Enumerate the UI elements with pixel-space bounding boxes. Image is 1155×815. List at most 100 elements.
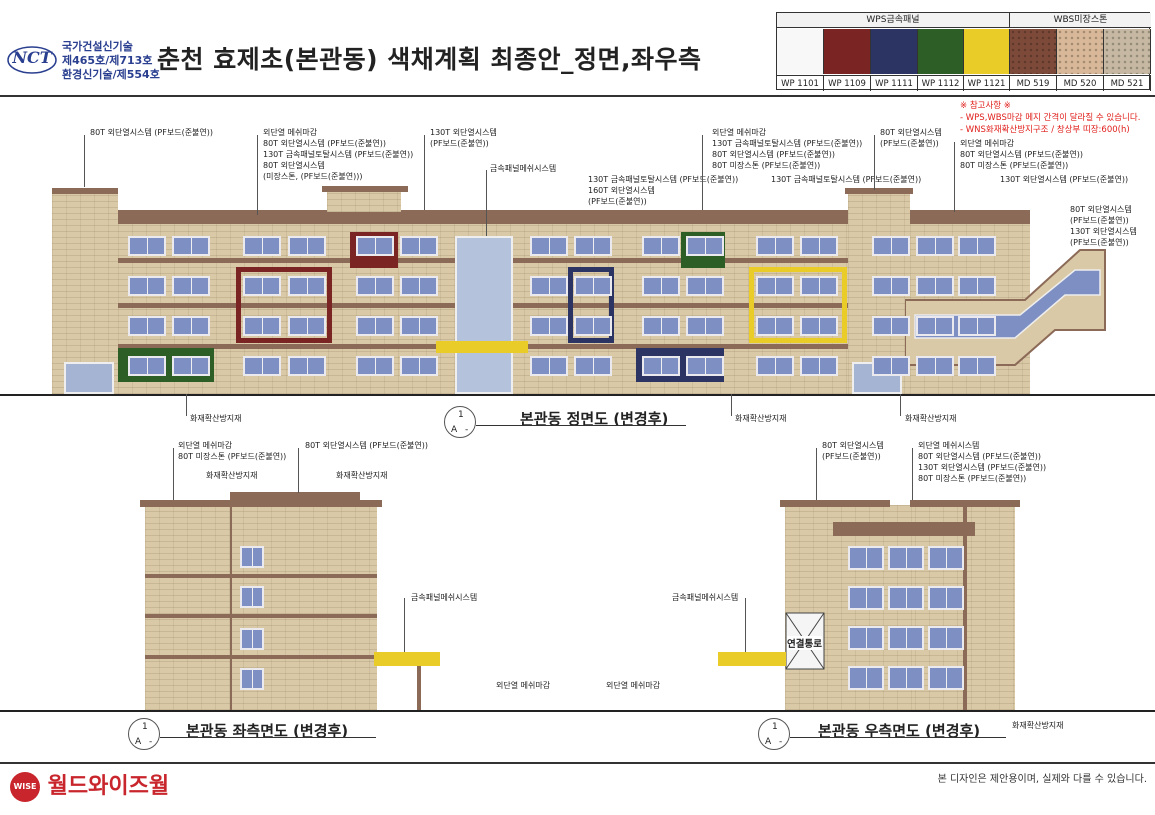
window xyxy=(172,356,210,376)
ref-number: 1 xyxy=(458,410,464,420)
color-swatch xyxy=(1010,29,1057,74)
disclaimer: 본 디자인은 제안용이며, 실제와 다를 수 있습니다. xyxy=(937,774,1147,785)
canopy-post xyxy=(417,666,421,710)
leader-line xyxy=(900,394,901,416)
red-panel-frame xyxy=(236,267,332,343)
window xyxy=(530,356,568,376)
swatch-code: MD 520 xyxy=(1057,75,1104,91)
ref-dash: - xyxy=(779,737,783,747)
annotation: 외단열 메쉬마감 130T 금속패널토탈시스템 (PF보드(준불연)) 80T … xyxy=(712,128,863,170)
window xyxy=(240,628,264,650)
window xyxy=(400,236,438,256)
window xyxy=(356,316,394,336)
leader-line xyxy=(731,394,732,416)
ground-line xyxy=(0,710,1155,712)
swatch-code: WP 1112 xyxy=(918,75,964,91)
window xyxy=(240,668,264,690)
window xyxy=(574,356,612,376)
leader-line xyxy=(173,448,174,500)
annotation: 화재확산방지재 xyxy=(190,414,242,423)
window xyxy=(530,236,568,256)
window xyxy=(642,356,680,376)
leader-line xyxy=(186,394,187,416)
rooftop-cap xyxy=(322,186,408,192)
window xyxy=(916,276,954,296)
color-swatch xyxy=(964,29,1010,74)
leader-line xyxy=(702,135,703,210)
rooftop-structure xyxy=(327,190,401,212)
logo-text: NCT xyxy=(11,48,52,67)
entrance-door xyxy=(64,362,114,394)
window xyxy=(756,356,794,376)
annotation: 130T 외단열시스템 (PF보드(준불연)) xyxy=(430,128,497,148)
window xyxy=(240,586,264,608)
cert-line: 제465호/제713호 xyxy=(62,54,153,67)
connector-label: 연결통로 xyxy=(787,636,822,650)
yellow-panel-frame xyxy=(749,267,847,343)
ref-dash: - xyxy=(465,425,469,435)
window xyxy=(128,236,166,256)
window xyxy=(800,276,838,296)
annotation: 80T 외단열시스템 (PF보드(준불연)) xyxy=(305,441,429,450)
window xyxy=(928,546,964,570)
wall-joint xyxy=(230,500,232,710)
color-swatch xyxy=(1057,29,1104,74)
window xyxy=(848,546,884,570)
floor-band xyxy=(145,574,377,578)
swatch-code: MD 519 xyxy=(1010,75,1057,91)
tower-cap xyxy=(845,188,913,194)
color-swatch xyxy=(824,29,871,74)
annotation: 외단열 메쉬마감 80T 외단열시스템 (PF보드(준불연)) 130T 금속패… xyxy=(263,128,414,181)
window xyxy=(888,666,924,690)
label-underline xyxy=(160,737,376,738)
window xyxy=(872,356,910,376)
yellow-canopy xyxy=(374,652,440,666)
ground-line xyxy=(0,394,1155,396)
cert-line: 환경신기술/제554호 xyxy=(62,68,160,81)
yellow-canopy xyxy=(436,341,528,353)
leader-line xyxy=(404,598,405,652)
leader-line xyxy=(954,142,955,212)
reference-marker: 1 A - xyxy=(444,406,476,438)
window xyxy=(574,236,612,256)
window xyxy=(800,316,838,336)
window xyxy=(872,236,910,256)
annotation: 80T 외단열시스템 (PF보드(준불연)) xyxy=(90,128,214,137)
window xyxy=(642,276,680,296)
note-line: - WNS화재확산방지구조 / 창상부 띠장:600(h) xyxy=(960,125,1130,135)
window xyxy=(243,356,281,376)
note-line: ※ 참고사항 ※ xyxy=(960,101,1011,111)
window xyxy=(928,586,964,610)
window xyxy=(128,316,166,336)
color-swatch xyxy=(777,29,824,74)
leader-line xyxy=(298,448,299,493)
window xyxy=(243,316,281,336)
reference-marker: 1 A - xyxy=(758,718,790,750)
annotation: 금속패널메쉬시스템 xyxy=(411,593,478,602)
floor-band xyxy=(145,614,377,618)
annotation: 80T 외단열시스템 (PF보드(준불연)) 130T 외단열시스템 (PF보드… xyxy=(1070,205,1137,247)
ref-number: 1 xyxy=(772,722,778,732)
window xyxy=(958,316,996,336)
window xyxy=(958,356,996,376)
front-elevation-label: 본관동 정면도 (변경후) xyxy=(520,410,669,428)
label-underline xyxy=(790,737,1006,738)
reference-marker: 1 A - xyxy=(128,718,160,750)
window xyxy=(356,276,394,296)
window xyxy=(958,236,996,256)
annotation: 금속패널메쉬시스템 xyxy=(672,593,739,602)
window xyxy=(756,276,794,296)
window xyxy=(288,316,326,336)
left-tower xyxy=(52,188,118,394)
window xyxy=(128,276,166,296)
leader-line xyxy=(84,135,85,187)
window xyxy=(928,666,964,690)
annotation: 화재확산방지재 xyxy=(905,414,957,423)
window xyxy=(888,586,924,610)
brand-name: 월드와이즈월 xyxy=(47,774,170,799)
note-line: - WPS,WBS마감 메지 간격이 달라질 수 있습니다. xyxy=(960,113,1141,123)
window xyxy=(243,236,281,256)
window xyxy=(356,356,394,376)
window xyxy=(172,316,210,336)
